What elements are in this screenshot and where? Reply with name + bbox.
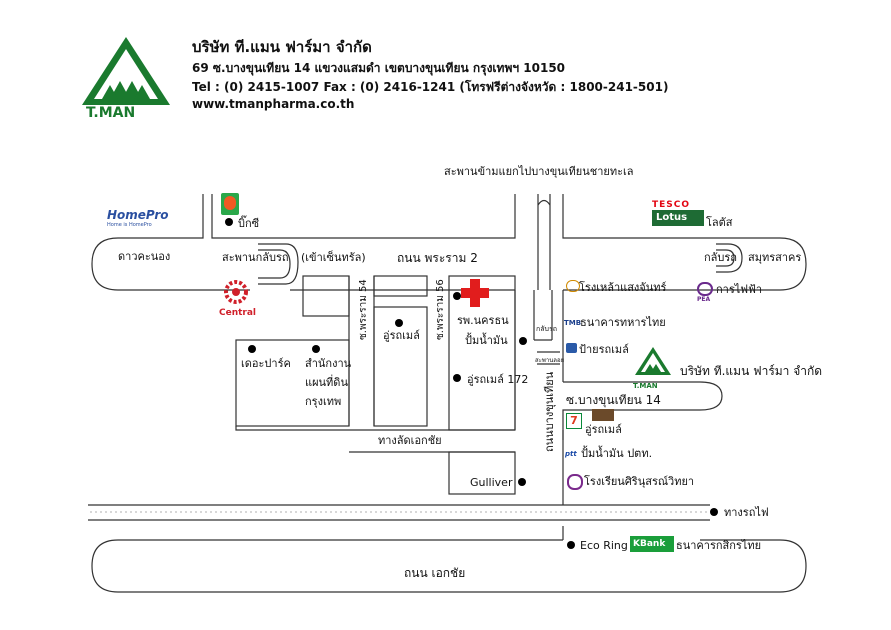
hospital-cross-icon: [461, 279, 489, 307]
bus-icon: [566, 343, 577, 353]
label-footbridge: สะพานลอย: [535, 357, 565, 364]
pea-logo-icon: PEA: [697, 282, 715, 303]
label-dao-khanong: ดาวคะนอง: [118, 250, 171, 263]
school-logo-icon: [567, 474, 583, 490]
label-soi56: ซ.พระราม 56: [435, 279, 446, 340]
label-company-map: บริษัท ที.แมน ฟาร์มา จำกัด: [680, 364, 823, 378]
label-to-central: (เข้าเซ็นทรัล): [301, 251, 366, 264]
soi14-road: [562, 381, 723, 505]
label-brewery: โรงเหล้าแสงจันทร์: [579, 281, 667, 294]
label-kbank: ธนาคารกสิกรไทย: [676, 539, 762, 552]
dorm-building-icon: [592, 409, 614, 421]
label-uturn-small: กลับรถ: [536, 325, 557, 333]
label-shortcut: ทางลัดเอกชัย: [378, 434, 442, 447]
uturn-right: [716, 243, 743, 273]
ptt-logo: ptt: [565, 450, 577, 458]
bigc-logo-icon: [221, 193, 239, 215]
homepro-logo: HomePro Home is HomePro: [107, 208, 169, 228]
company-map-logo-icon: T.MAN: [633, 345, 673, 390]
company-website[interactable]: www.tmanpharma.co.th: [192, 97, 355, 111]
label-eco-ring: Eco Ring: [580, 539, 628, 552]
rama2-road-top-left: [91, 194, 204, 265]
label-bus-depot-172: อู่รถเมล์ 172: [467, 373, 529, 386]
tesco-lotus-logo: TESCO Lotus: [652, 200, 704, 230]
label-land-office-3: กรุงเทพ: [305, 395, 342, 408]
label-tmb: ธนาคารทหารไทย: [580, 316, 666, 329]
label-railway: ทางรถไฟ: [724, 506, 769, 519]
company-logo: T.MAN: [80, 33, 172, 125]
label-hospital: รพ.นครธน: [457, 314, 509, 327]
label-gas: ปั้มน้ำมัน: [465, 334, 508, 347]
railway-line: [88, 504, 710, 521]
company-name: บริษัท ที.แมน ฟาร์มา จำกัด: [192, 38, 372, 56]
overpass: [537, 194, 551, 290]
label-dorm: อู่รถเมล์: [585, 423, 622, 436]
label-samut-sakhon: สมุทรสาคร: [748, 251, 802, 264]
label-ptt-gas: ปั้มน้ำมัน ปตท.: [581, 447, 653, 460]
label-pea: การไฟฟ้า: [716, 283, 763, 296]
brewery-icon: [566, 280, 580, 292]
uturn-bridge-left: [258, 243, 299, 285]
label-rama2: ถนน พระราม 2: [397, 251, 478, 265]
label-bridge-top: สะพานข้ามแยกไปบางขุนเทียนชายทะเล: [444, 165, 634, 178]
company-address: 69 ซ.บางขุนเทียน 14 แขวงแสมดำ เขตบางขุนเ…: [192, 61, 566, 75]
label-land-office-1: สำนักงาน: [305, 357, 352, 370]
label-uturn-right: กลับรถ: [704, 251, 737, 264]
label-bus-depot: อู่รถเมล์: [383, 329, 420, 342]
label-land-office-2: แผนที่ดิน: [305, 376, 348, 389]
label-uturn-bridge: สะพานกลับรถ: [222, 251, 289, 264]
label-bk-road: ถนนบางขุนเทียน: [543, 371, 556, 452]
company-contact: Tel : (0) 2415-1007 Fax : (0) 2416-1241 …: [192, 80, 669, 94]
label-soi14: ซ.บางขุนเทียน 14: [566, 393, 661, 407]
label-ekkachai: ถนน เอกชัย: [404, 566, 466, 580]
tmb-logo: TMB: [564, 319, 582, 327]
label-gulliver: Gulliver: [470, 476, 513, 489]
label-soi54: ซ.พระราม 54: [358, 279, 369, 340]
label-bigc: บิ๊กซี: [238, 217, 260, 230]
kbank-logo: KBank: [630, 536, 674, 552]
central-logo-icon: Central: [219, 280, 256, 318]
label-the-park: เดอะปาร์ค: [241, 357, 291, 370]
label-school: โรงเรียนศิรินุสรณ์วิทยา: [584, 475, 695, 488]
logo-text: T.MAN: [86, 105, 136, 121]
label-lotus: โลตัส: [706, 216, 733, 229]
label-bus-stop: ป้ายรถเมล์: [579, 343, 629, 356]
seven-eleven-icon: 7: [566, 413, 582, 429]
